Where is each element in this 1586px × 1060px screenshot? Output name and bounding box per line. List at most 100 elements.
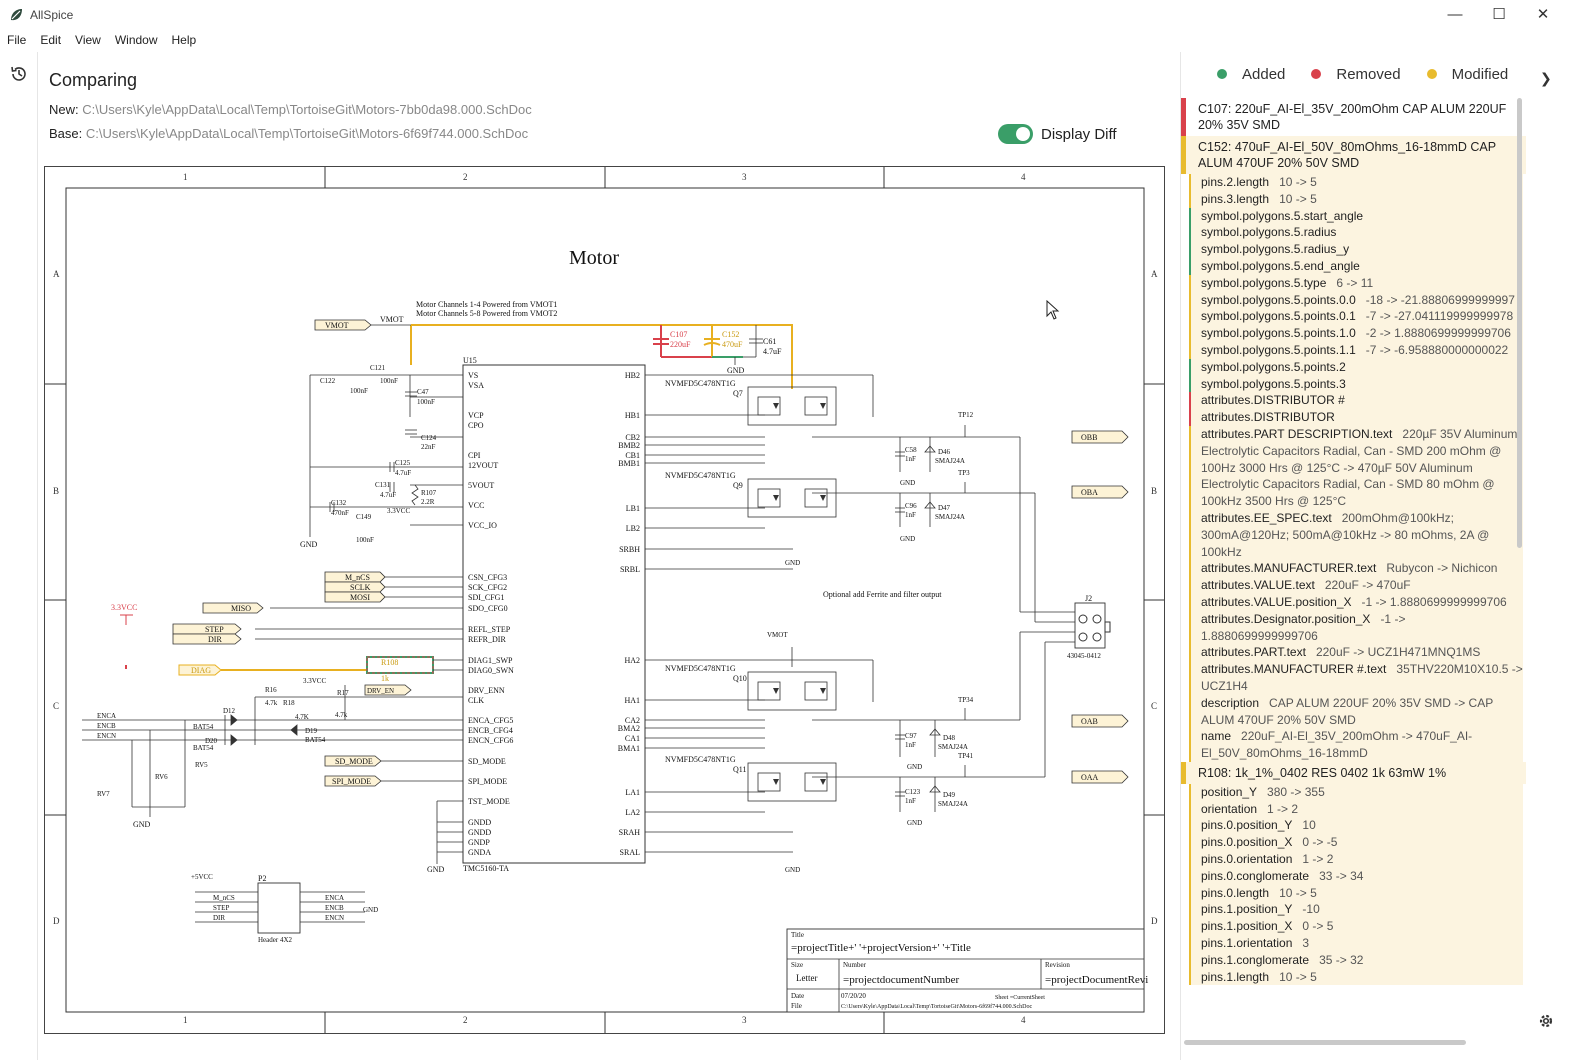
diff-property-row[interactable]: symbol.polygons.5.points.3 xyxy=(1189,375,1523,393)
diff-list-h-scrollbar[interactable] xyxy=(1184,1040,1466,1045)
svg-text:100nF: 100nF xyxy=(417,398,435,406)
maximize-button[interactable]: ☐ xyxy=(1492,6,1506,23)
diff-property-value: 1 -> 2 xyxy=(1267,801,1299,816)
row-label-left-d: D xyxy=(53,916,60,926)
svg-text:4.7uF: 4.7uF xyxy=(395,469,411,477)
display-diff-label: Display Diff xyxy=(1041,125,1117,143)
ic-pin-label: VSA xyxy=(468,381,484,390)
history-icon[interactable] xyxy=(9,64,29,84)
svg-text:1nF: 1nF xyxy=(905,741,916,749)
gnd-label-encoder: GND xyxy=(133,820,151,829)
ic-pin-label: GNDA xyxy=(468,848,491,857)
diff-property-row[interactable]: attributes.VALUE.position_X-1 -> 1.88806… xyxy=(1189,593,1523,611)
diff-property-row[interactable]: symbol.polygons.5.points.2 xyxy=(1189,358,1523,376)
ic-pin-label: LA1 xyxy=(625,788,640,797)
menu-edit[interactable]: Edit xyxy=(40,33,62,47)
port-step: STEP xyxy=(172,623,242,635)
probe-3v3-removed: 3.3VCC xyxy=(111,603,137,669)
diff-property-key: position_Y xyxy=(1201,784,1258,799)
ic-pin-label: TST_MODE xyxy=(468,797,510,806)
diff-property-value: -2 -> 1.8880699999999706 xyxy=(1365,326,1511,341)
svg-text:R18: R18 xyxy=(283,699,295,707)
diff-property-value: 10 -> 5 xyxy=(1279,191,1317,206)
ic-pin-label: CB2 xyxy=(625,433,640,442)
diff-property-row[interactable]: attributes.DISTRIBUTOR xyxy=(1189,409,1523,426)
diff-property-row[interactable]: pins.1.position_Y-10 xyxy=(1189,901,1523,919)
diff-property-row[interactable]: attributes.DISTRIBUTOR # xyxy=(1189,392,1523,410)
menu-file[interactable]: File xyxy=(7,33,27,47)
diff-property-row[interactable]: symbol.polygons.5.points.1.0 -2 -> 1.8880… xyxy=(1189,325,1523,342)
ic-pin-label: CB1 xyxy=(625,451,640,460)
close-button[interactable]: ✕ xyxy=(1536,6,1550,23)
diff-property-key: symbol.polygons.5.points.0.1 xyxy=(1201,309,1356,324)
svg-text:D49: D49 xyxy=(943,791,956,799)
menu-window[interactable]: Window xyxy=(114,33,158,47)
menu-help[interactable]: Help xyxy=(171,33,197,47)
diff-property-row[interactable]: symbol.polygons.5.start_angle xyxy=(1189,207,1523,225)
svg-text:1nF: 1nF xyxy=(905,455,916,463)
diff-property-key: symbol.polygons.5.points.1.0 xyxy=(1201,326,1356,341)
schematic-view[interactable]: 1 2 3 4 1 2 3 4 A B C D A B C D Motor Mo… xyxy=(44,166,1165,1034)
diff-property-row[interactable]: symbol.polygons.5.end_angle xyxy=(1189,257,1523,275)
diff-list[interactable]: C107: 220uF_AI-El_35V_200mOhm CAP ALUM 2… xyxy=(1181,98,1526,986)
minimize-button[interactable]: — xyxy=(1447,6,1463,23)
port-oaa: OAA xyxy=(1071,770,1129,784)
diff-property-key: symbol.polygons.5.points.0.0 xyxy=(1201,292,1356,307)
svg-text:DIAG: DIAG xyxy=(191,666,211,675)
diff-property-row[interactable]: symbol.polygons.5.radius_y xyxy=(1189,241,1523,258)
svg-text:TMC5160-TA: TMC5160-TA xyxy=(463,864,509,873)
svg-text:D47: D47 xyxy=(938,504,951,512)
svg-text:470uF: 470uF xyxy=(722,340,743,349)
ic-pin-label: SDI_CFG1 xyxy=(468,593,504,602)
ic-pin-label: BMB2 xyxy=(618,441,640,450)
settings-gear-icon[interactable] xyxy=(1537,1012,1555,1030)
svg-text:OBA: OBA xyxy=(1081,488,1098,497)
diff-property-row[interactable]: symbol.polygons.5.points.0.1-7 -> -27.04… xyxy=(1189,308,1523,326)
menu-view[interactable]: View xyxy=(75,33,101,47)
ic-pin-label: VCP xyxy=(468,411,484,420)
diff-property-row[interactable]: symbol.polygons.5.radius xyxy=(1189,224,1523,242)
diff-property-row[interactable]: attributes.Designator.position_X-1 -> 1.… xyxy=(1189,610,1523,645)
ic-right-pin-labels: HB2HB1CB2BMB2CB1BMB1LB1LB2SRBHSRBLHA2HA1… xyxy=(618,371,640,857)
diff-list-scrollbar[interactable] xyxy=(1517,98,1522,548)
diff-entry[interactable]: R108: 1k_1%_0402 RES 0402 1k 63mW 1% xyxy=(1181,761,1526,784)
diff-entry[interactable]: C107: 220uF_AI-El_35V_200mOhm CAP ALUM 2… xyxy=(1181,98,1526,136)
panel-collapse-chevron-icon[interactable]: ❯ xyxy=(1540,70,1552,86)
svg-text:4.7uF: 4.7uF xyxy=(380,491,396,499)
diff-property-row[interactable]: symbol.polygons.5.points.1.1-7 -> -6.958… xyxy=(1189,341,1523,359)
svg-text:3.3VCC: 3.3VCC xyxy=(387,507,410,515)
mosfet-part-label: NVMFD5C478NT1G xyxy=(665,664,736,673)
svg-text:J2: J2 xyxy=(1085,594,1092,603)
diff-property-value: 35THV220M10X10.5 -> UCZ1H4 xyxy=(1201,662,1523,693)
cap-c107-removed: C107 220uF xyxy=(653,325,712,358)
diff-entry[interactable]: C152: 470uF_AI-El_50V_80mOhms_16-18mmD C… xyxy=(1181,136,1526,174)
port-oba: OBA xyxy=(1071,485,1129,499)
display-diff-toggle[interactable] xyxy=(998,124,1033,144)
svg-text:DIR: DIR xyxy=(208,635,222,644)
diff-property-row[interactable]: symbol.polygons.5.points.0.0-18 -> -21.8… xyxy=(1189,291,1523,309)
port-drv-en: DRV_EN xyxy=(364,684,412,696)
